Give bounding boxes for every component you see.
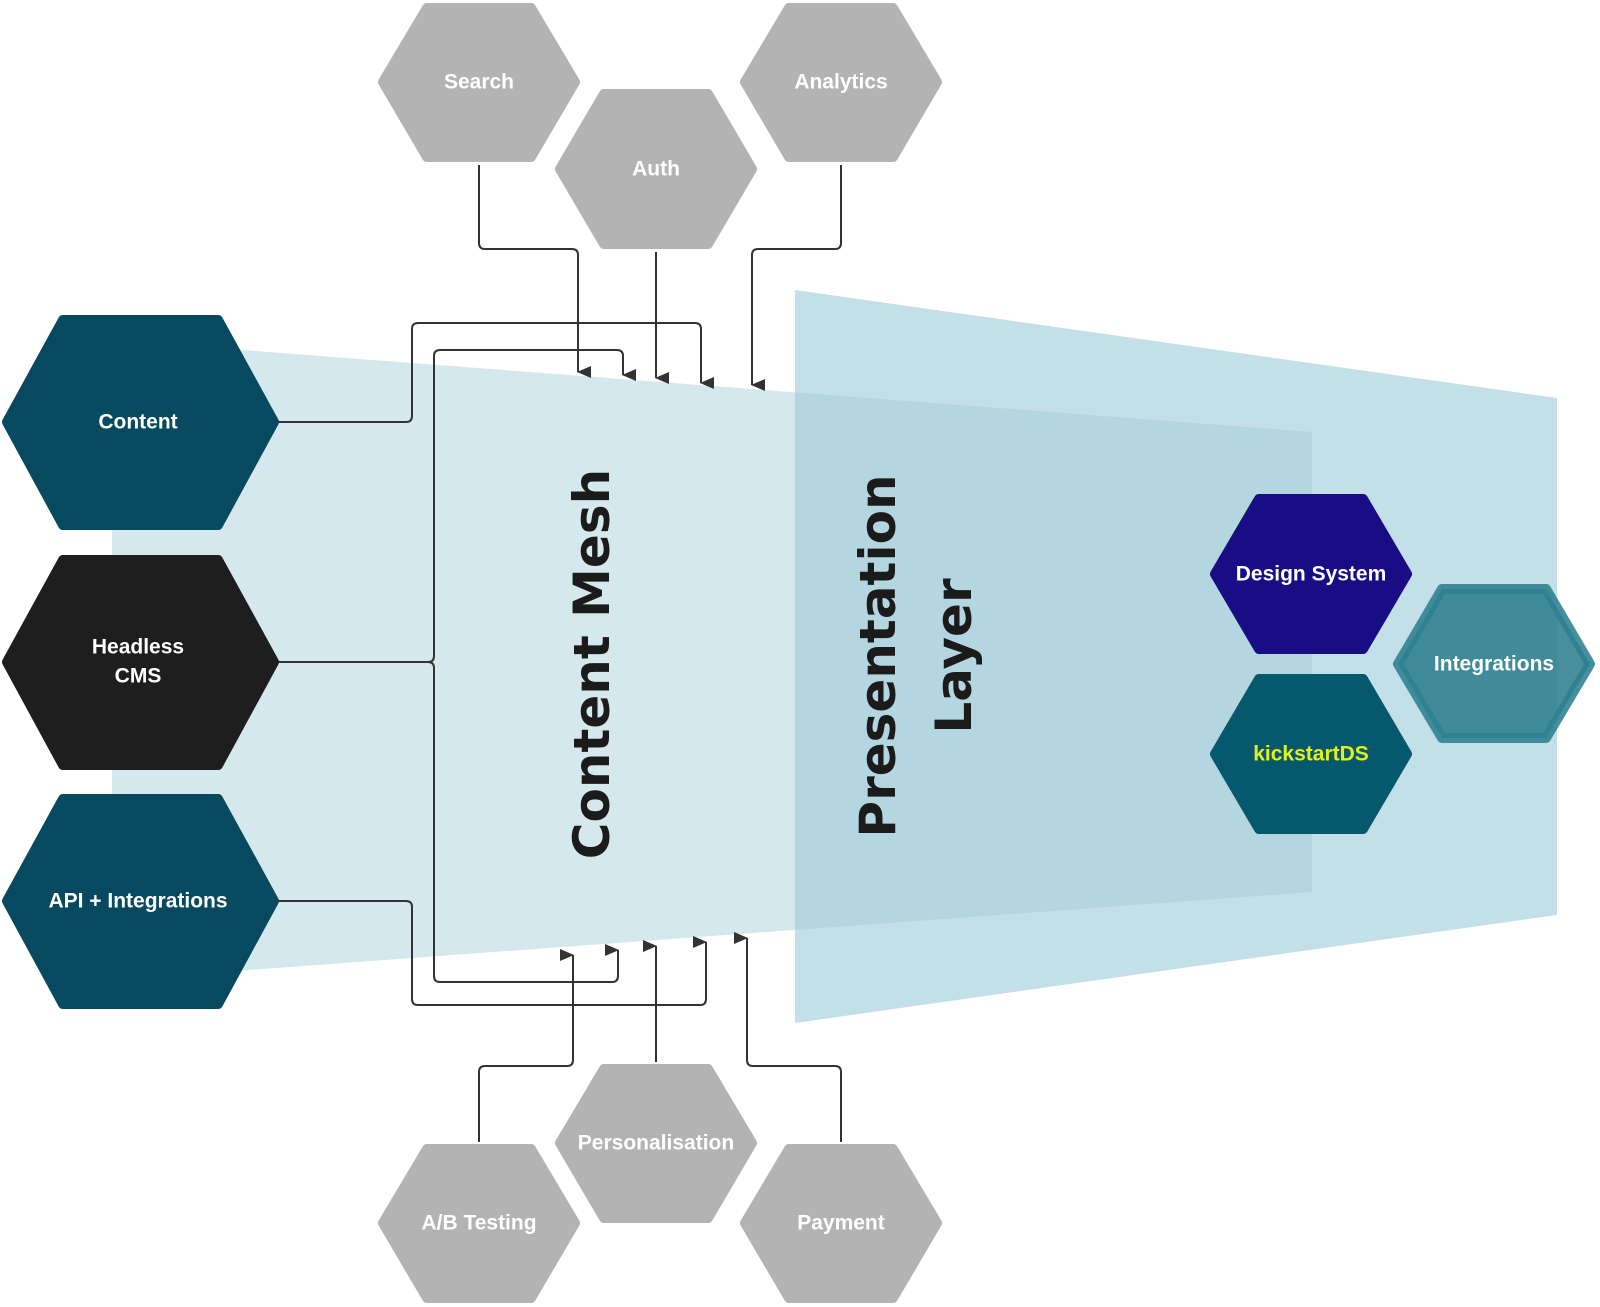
content-mesh-title: Content Mesh: [563, 469, 621, 859]
search-label: Search: [444, 71, 514, 94]
ab-testing-service: A/B Testing: [378, 1144, 580, 1303]
presentation-layer-title-line1: Presentation: [849, 474, 907, 837]
payment-service: Payment: [740, 1144, 942, 1303]
kickstartds-output: kickstartDS: [1210, 674, 1412, 834]
connector-lines: [276, 165, 842, 1142]
api-integrations-source: API + Integrations: [2, 794, 279, 1009]
search-hexagon: [378, 3, 580, 162]
payment-label: Payment: [797, 1212, 885, 1235]
payment-hexagon: [740, 1144, 942, 1303]
wire-headless-cms-to-mesh-top: [276, 349, 636, 663]
wire-content-to-mesh: [276, 322, 714, 423]
auth-hexagon: [555, 89, 757, 249]
api-integrations-hexagon: [2, 794, 279, 1009]
auth-label: Auth: [632, 158, 680, 181]
analytics-hexagon: [740, 3, 942, 162]
headless-cms-source: Headless CMS: [2, 555, 279, 770]
headless-cms-label-line2: CMS: [115, 665, 162, 688]
personalisation-label: Personalisation: [578, 1132, 734, 1155]
integrations-label: Integrations: [1434, 653, 1554, 676]
design-system-output: Design System: [1210, 494, 1412, 654]
kickstartds-hexagon: [1210, 674, 1412, 834]
ab-testing-hexagon: [378, 1144, 580, 1303]
wire-ab-testing-to-mesh: [478, 949, 574, 1142]
integrations-hexagon: [1393, 584, 1595, 743]
wire-search-to-mesh: [478, 165, 591, 378]
wire-api-integrations-to-mesh: [276, 900, 707, 1006]
api-integrations-label: API + Integrations: [48, 890, 227, 913]
personalisation-service: Personalisation: [555, 1064, 757, 1223]
search-service: Search: [378, 3, 580, 162]
presentation-layer-title-line2: Layer: [925, 578, 983, 734]
personalisation-hexagon: [555, 1064, 757, 1223]
kickstartds-label: kickstartDS: [1253, 743, 1369, 766]
wire-payment-to-mesh: [734, 932, 842, 1142]
headless-cms-hexagon: [2, 555, 279, 770]
auth-service: Auth: [555, 89, 757, 249]
integrations-output: Integrations: [1393, 584, 1595, 743]
content-label: Content: [98, 411, 177, 434]
ab-testing-label: A/B Testing: [421, 1212, 536, 1235]
wire-headless-cms-to-mesh-bottom: [427, 661, 619, 983]
content-source: Content: [2, 315, 279, 530]
design-system-label: Design System: [1236, 563, 1387, 586]
analytics-service: Analytics: [740, 3, 942, 162]
design-system-hexagon: [1210, 494, 1412, 654]
content-hexagon: [2, 315, 279, 530]
analytics-label: Analytics: [794, 71, 887, 94]
wire-analytics-to-mesh: [751, 165, 842, 391]
presentation-layer-band: [795, 290, 1557, 1023]
headless-cms-label-line1: Headless: [92, 636, 184, 659]
